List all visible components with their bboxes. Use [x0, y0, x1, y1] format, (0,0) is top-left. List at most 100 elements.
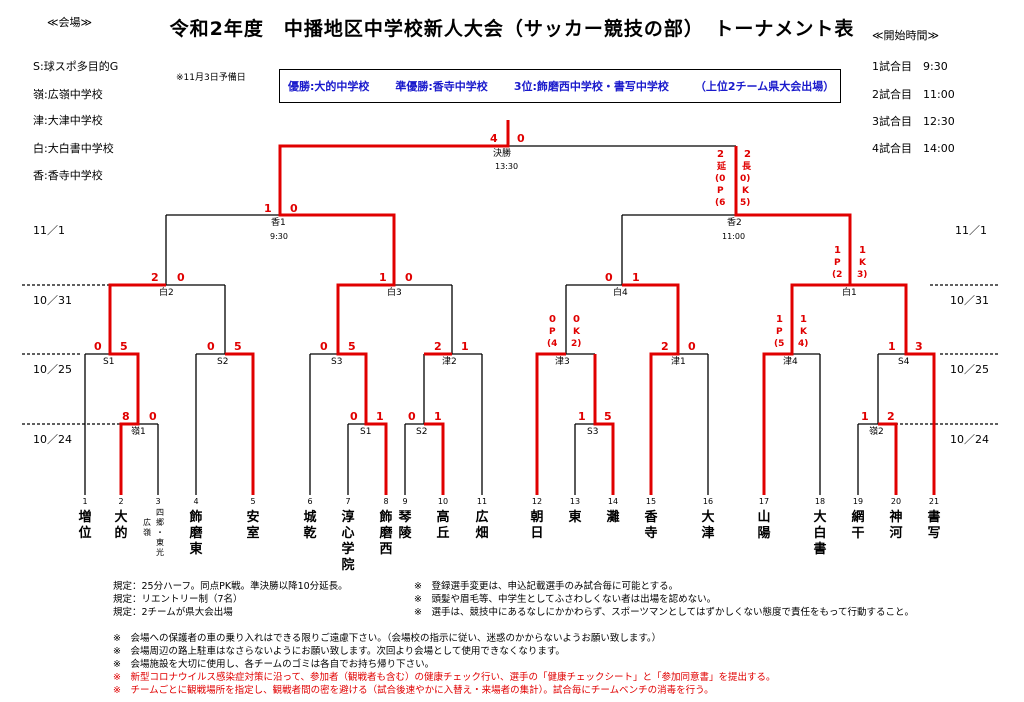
team-name: 琴陵	[398, 510, 412, 541]
match-label: 白4	[613, 288, 628, 298]
match-label: 嶺2	[869, 427, 884, 437]
score: 1	[578, 410, 586, 423]
team-number: 13	[569, 497, 581, 506]
match-label: 白1	[842, 288, 857, 298]
score: 4	[490, 132, 498, 145]
team-number: 14	[607, 497, 619, 506]
date-label: 10／31	[33, 294, 72, 307]
pk-note: 5)	[740, 198, 751, 208]
start-time: 2試合目 11:00	[872, 88, 955, 101]
match-label: 白2	[159, 288, 174, 298]
date-label: 10／25	[950, 363, 989, 376]
score: 0	[320, 340, 328, 353]
team-name: 網干	[851, 510, 865, 541]
team-name: 東	[568, 510, 582, 525]
pk-note: (0	[715, 174, 726, 184]
team-name: 山陽	[757, 510, 771, 541]
score: 2	[887, 410, 895, 423]
score: 0	[688, 340, 696, 353]
results-note: （上位2チーム県大会出場）	[694, 80, 835, 93]
score: 0	[94, 340, 102, 353]
score: 2	[717, 149, 724, 160]
start-time: 3試合目 12:30	[872, 115, 955, 128]
score: 1	[264, 202, 272, 215]
team-number: 10	[437, 497, 449, 506]
score: 0	[405, 271, 413, 284]
score: 3	[915, 340, 923, 353]
pk-note: (5	[774, 339, 785, 349]
match-label: 白3	[387, 288, 402, 298]
team-name: 広畑	[475, 510, 489, 541]
match-label: S4	[898, 357, 910, 367]
team-name: 神河	[889, 510, 903, 541]
score: 1	[834, 245, 841, 256]
rule-text: 規定：2チームが県大会出場	[113, 607, 233, 618]
start-time: 4試合目 14:00	[872, 142, 955, 155]
start-time: 1試合目 9:30	[872, 60, 948, 73]
score: 0	[517, 132, 525, 145]
match-label: 津1	[671, 357, 686, 367]
final-label: 決勝	[493, 149, 512, 159]
score: 1	[434, 410, 442, 423]
score: 5	[120, 340, 128, 353]
final-time: 13:30	[495, 162, 519, 171]
venue-item: 白:大白書中学校	[33, 142, 114, 155]
match-label: S1	[360, 427, 372, 437]
pk-note: K	[800, 327, 807, 337]
notice-text: ※ チームごとに観戦場所を指定し、観戦者間の密を避ける（試合後速やかに入替え・来…	[113, 685, 714, 696]
rule-text: ※ 頭髪や眉毛等、中学生としてふさわしくない者は出場を認めない。	[414, 594, 717, 605]
score: 2	[434, 340, 442, 353]
venues-header: ≪会場≫	[47, 16, 93, 29]
pk-note: P	[717, 186, 724, 196]
match-label: 香2	[727, 218, 742, 228]
venue-item: 香:香寺中学校	[33, 169, 103, 182]
times-header: ≪開始時間≫	[872, 29, 940, 42]
team-number: 6	[307, 497, 313, 506]
team-name: 増位	[78, 510, 92, 541]
team-name: 淳心学院	[341, 510, 355, 573]
match-label: S2	[217, 357, 229, 367]
team-name: 朝日	[530, 510, 544, 541]
score: 1	[379, 271, 387, 284]
pk-note: K	[859, 258, 866, 268]
team-number: 2	[118, 497, 124, 506]
match-label: S3	[331, 357, 343, 367]
rule-text: ※ 選手は、競技中にあるなしにかかわらず、スポーツマンとしてはずかしくない態度で…	[414, 607, 914, 618]
team-name: 四郷・東光	[156, 508, 164, 557]
score: 0	[290, 202, 298, 215]
team-name: 大白書	[813, 510, 827, 557]
date-label: 10／31	[950, 294, 989, 307]
notice-text: ※ 会場への保護者の車の乗り入れはできる限りご遠慮下さい。（会場校の指示に従い、…	[113, 633, 662, 644]
notice-text: ※ 新型コロナウイルス感染症対策に沿って、参加者（観戦者も含む）の健康チェック行…	[113, 672, 776, 683]
team-name: 高丘	[436, 510, 450, 541]
date-label: 10／25	[33, 363, 72, 376]
pk-note: K	[742, 186, 749, 196]
pk-note: K	[573, 327, 580, 337]
match-label: S1	[103, 357, 115, 367]
pk-note: (4	[547, 339, 558, 349]
rule-text: 規定：リエントリー制（7名）	[113, 594, 243, 605]
match-label: S3	[587, 427, 599, 437]
match-label: 津3	[555, 357, 570, 367]
score: 0	[149, 410, 157, 423]
rule-text: ※ 登録選手変更は、申込記載選手のみ試合毎に可能とする。	[414, 581, 679, 592]
team-name: 城乾	[303, 510, 317, 541]
team-name: 飾磨東	[189, 510, 203, 557]
date-label: 10／24	[950, 433, 989, 446]
pk-note: 3)	[857, 270, 868, 280]
venue-item: S:球スポ多目的G	[33, 60, 119, 73]
score: 0	[549, 314, 556, 325]
pk-note: (2	[832, 270, 843, 280]
team-number: 20	[890, 497, 902, 506]
score: 0	[573, 314, 580, 325]
reserve-day-note: ※11月3日予備日	[176, 73, 246, 83]
extra-time-note: 長	[742, 162, 752, 172]
team-number: 1	[82, 497, 88, 506]
notice-text: ※ 会場施設を大切に使用し、各チームのゴミは各自でお持ち帰り下さい。	[113, 659, 435, 670]
match-label: 津2	[442, 357, 457, 367]
score: 5	[234, 340, 242, 353]
team-number: 8	[383, 497, 389, 506]
results-box: 優勝:大的中学校 準優勝:香寺中学校 3位:飾磨西中学校・書写中学校 （上位2チ…	[279, 69, 841, 103]
notice-text: ※ 会場周辺の路上駐車はなさらないようにお願い致します。次回より会場として使用で…	[113, 646, 565, 657]
match-label: S2	[416, 427, 428, 437]
